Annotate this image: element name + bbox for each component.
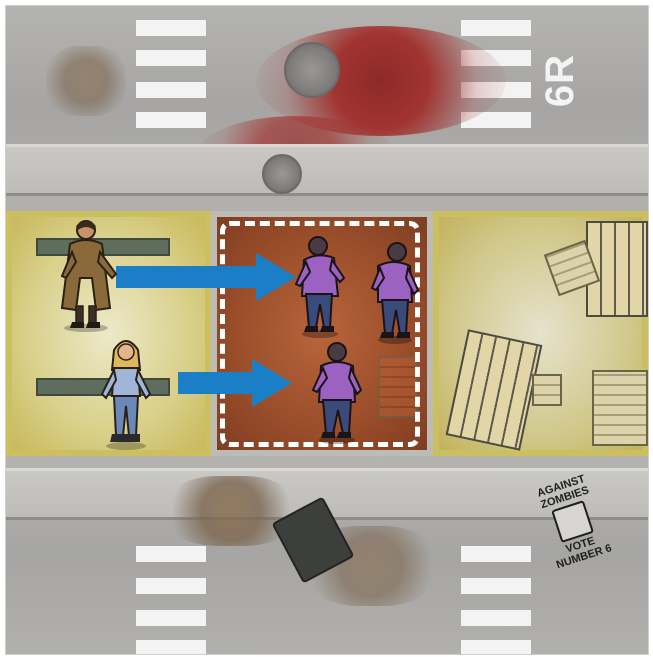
crosswalk-stripe — [461, 20, 531, 36]
crosswalk-stripe — [461, 546, 531, 562]
top-sidewalk — [6, 144, 648, 196]
street-debris — [166, 476, 296, 546]
crosswalk-stripe — [136, 640, 206, 655]
zombie-walker-figure[interactable] — [311, 340, 363, 445]
crosswalk-stripe — [461, 640, 531, 655]
crosswalk-stripe — [136, 546, 206, 562]
manhole-cover — [262, 154, 302, 194]
zombie-walker-figure[interactable] — [294, 234, 346, 339]
crosswalk-stripe — [136, 610, 206, 626]
crosswalk-stripe — [136, 20, 206, 36]
survivor-trenchcoat-figure[interactable] — [52, 218, 120, 333]
crosswalk-stripe — [136, 578, 206, 594]
crate — [592, 370, 648, 446]
street-debris — [46, 46, 126, 116]
crosswalk-stripe — [136, 82, 206, 98]
crosswalk-stripe — [136, 112, 206, 128]
crosswalk-stripe — [461, 578, 531, 594]
survivor-blonde-figure[interactable] — [96, 336, 156, 451]
game-board-tile: 6R AGAINST ZOMBIES VOTE NUMBER 6 — [5, 5, 649, 655]
manhole-cover — [284, 42, 340, 98]
tile-label: 6R — [538, 54, 583, 107]
crosswalk-stripe — [461, 610, 531, 626]
crate — [532, 374, 562, 406]
crosswalk-stripe — [136, 50, 206, 66]
zombie-walker-figure[interactable] — [370, 240, 420, 345]
